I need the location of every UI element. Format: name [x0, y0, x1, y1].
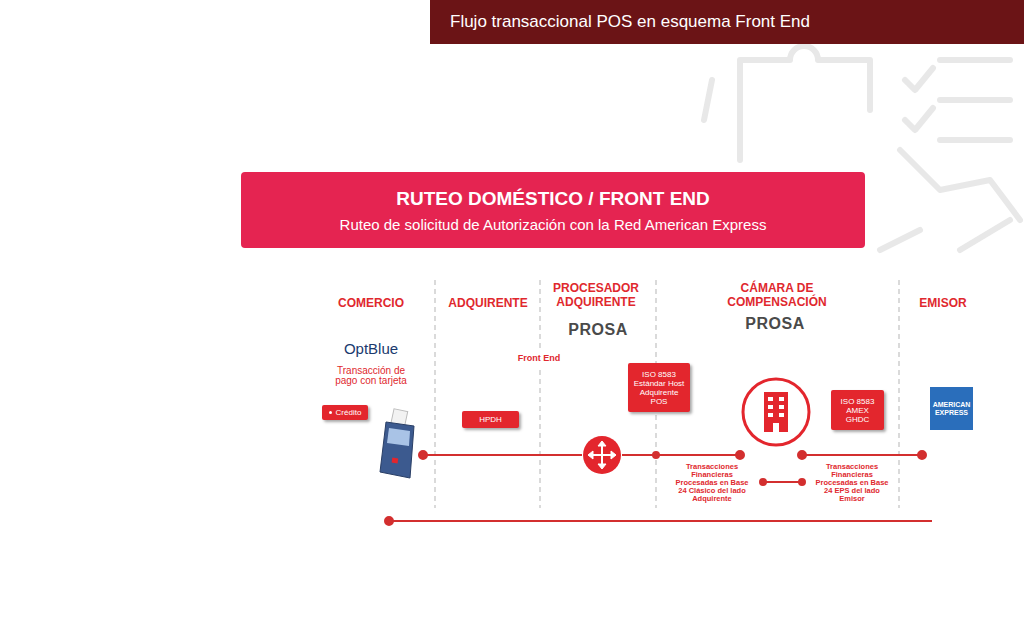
- routing-icon: [583, 436, 621, 474]
- card-type-box: Crédito: [322, 405, 368, 420]
- check-marks: [905, 68, 933, 130]
- program-logo: OptBlue: [331, 340, 411, 357]
- flow-line: [622, 454, 740, 456]
- column-divider: [540, 370, 541, 508]
- header-banner: RUTEO DOMÉSTICO / FRONT END Ruteo de soli…: [241, 172, 865, 248]
- node-text: RUTEO DOMÉSTICO / FRONT END: [396, 188, 710, 210]
- flow-dot: [653, 452, 659, 458]
- node-text: ISO 8583 Estándar Host Adquirente POS: [631, 370, 687, 406]
- hand-outline: [900, 150, 1020, 220]
- flow-line: [802, 454, 922, 456]
- title-text: Flujo transaccional POS en esquema Front…: [450, 12, 810, 32]
- puzzle-outline: [740, 46, 870, 160]
- checklist-lines: [940, 60, 1010, 140]
- host-box: HPDH: [462, 411, 519, 428]
- issuer-logo: AMERICAN EXPRESS: [930, 387, 973, 430]
- node-text: AMERICAN EXPRESS: [932, 401, 971, 417]
- node-text: ISO 8583 AMEX GHDC: [834, 397, 881, 424]
- caption-text: Transacciones Financieras Procesadas en …: [811, 463, 893, 503]
- column-header: EMISOR: [913, 296, 973, 310]
- decor-lines: [880, 220, 1010, 250]
- flow-line: [763, 481, 802, 483]
- company-logo: PROSA: [563, 321, 633, 339]
- building-icon: [743, 379, 809, 445]
- node-text: Crédito: [336, 408, 362, 417]
- flow-line: [423, 454, 582, 456]
- timeline-line: [389, 520, 932, 522]
- decor-stroke: [704, 80, 712, 120]
- column-header: PROCESADOR ADQUIRENTE: [541, 281, 651, 309]
- caption-text: Transacciones Financieras Procesadas en …: [671, 463, 753, 503]
- node-text: Ruteo de solicitud de Autorización con l…: [340, 216, 767, 233]
- column-header: CÁMARA DE COMPENSACIÓN: [720, 281, 835, 309]
- flow-dot: [760, 479, 766, 485]
- flow-dot: [798, 451, 806, 459]
- flow-dot: [799, 479, 805, 485]
- pos-terminal: [380, 409, 414, 478]
- company-logo: PROSA: [740, 315, 810, 333]
- column-header: COMERCIO: [326, 296, 416, 310]
- scheme-label: Front End: [509, 353, 569, 363]
- column-header: ADQUIRENTE: [441, 296, 536, 310]
- title-bar: Flujo transaccional POS en esquema Front…: [430, 0, 1024, 44]
- node-text: HPDH: [479, 415, 502, 424]
- column-divider: [435, 280, 436, 508]
- column-divider: [899, 280, 900, 508]
- note-text: Transacción de pago con tarjeta: [335, 366, 407, 386]
- flow-dot: [918, 451, 926, 459]
- column-divider: [540, 280, 541, 348]
- protocol-box: ISO 8583 AMEX GHDC: [831, 390, 884, 430]
- protocol-box: ISO 8583 Estándar Host Adquirente POS: [628, 363, 690, 412]
- flow-dot: [419, 451, 427, 459]
- flow-dot: [385, 517, 393, 525]
- flow-dot: [736, 451, 744, 459]
- bullet-dot: [329, 411, 332, 414]
